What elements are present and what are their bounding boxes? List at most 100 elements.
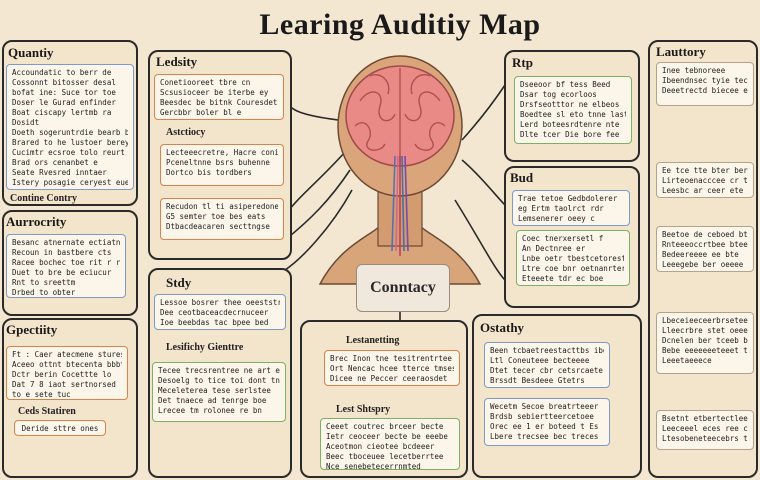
card-text-line: Ft : Caer atecmene stures — [12, 350, 122, 359]
card-text-line: Brssdt Besdeee Gtetrs — [490, 376, 585, 385]
panel-ledsity-card-2: Lecteeecretre, Hacre conidarPceneltnne b… — [160, 144, 284, 186]
card-text-line: Inee tebnoreee — [662, 66, 726, 75]
card-text-line: Orec ee 1 er boteed t Es — [490, 422, 599, 431]
panel-gpectiity-box: Deride sttre ones — [14, 420, 106, 436]
panel-lauttory-heading: Lauttory — [656, 44, 706, 59]
card-text-line: Dsar tog ecorloos — [520, 90, 597, 99]
card-text-line: G5 semter toe bes eats — [166, 212, 266, 221]
card-text-line: Rnt to sreettm — [12, 278, 76, 287]
card-text-line: Lirteoenacccee cr t — [662, 176, 748, 185]
connector-line — [284, 169, 351, 241]
card-text-line: Conetiooreet tbre cn — [160, 78, 251, 87]
card-text-line: Ltesobeneteecebrs tec bbe — [662, 434, 748, 443]
card-text-line: Gercbbr boler bl e — [160, 108, 242, 117]
panel-gpectiity-sub: Ceds Statiren — [18, 406, 76, 417]
card-text-line: Ietr ceoceer becte be eeebe — [326, 432, 448, 441]
card-text-line: Dicee ne Peccer ceeraosdet — [330, 374, 448, 383]
brain-illustration — [300, 46, 500, 286]
page-title: Learing Auditiy Map — [259, 8, 541, 41]
connector-line — [284, 189, 353, 271]
card-text-line: Dseeoor bf tess Beed — [520, 80, 611, 89]
card-text-line: Lerd boteesrdtenre nte — [520, 120, 620, 129]
card-text-line: Ee tce tte bter ber bs be — [662, 166, 748, 175]
card-text-line: Lbere trecsee bec treces — [490, 432, 599, 441]
card-text-line: Besanc atnernate ectiatn — [12, 238, 120, 247]
card-text-line: Aceotmon cieotee bcdeeer — [326, 442, 435, 451]
card-text-line: Bebe eeeeeeeteeet tetr — [662, 346, 748, 355]
panel-lauttory-card-3: Beetoe de ceboed bteceRnteeeoccrtbee bte… — [656, 226, 754, 272]
card-text-line: Accoundatic to berr de — [12, 68, 112, 77]
panel-ledsity-sub: Astctiocy — [166, 127, 206, 138]
card-text-line: An Dectnree er — [522, 244, 586, 253]
mid-column-sub-1: Lestanetting — [346, 335, 400, 346]
card-text-line: Lrecee tm rolonee re bn — [158, 406, 262, 415]
card-text-line: Ioe beebdas tac bpee bed — [160, 318, 269, 327]
card-text-line: Ltl Coneuteee becteeee — [490, 356, 590, 365]
card-text-line: Drsfseotttor ne elbeos — [520, 100, 620, 109]
panel-ostathy-heading: Ostathy — [480, 320, 525, 335]
card-text-line: Det tnaece ad tenrge boe — [158, 396, 267, 405]
card-text-line: Desoelg to tice toi dont tnecl — [158, 376, 280, 385]
card-text-line: Ort Nencac hcee tterce tmses — [330, 364, 454, 373]
card-text-line: Doeth sogeruntrdie bearb bb — [12, 128, 128, 137]
card-text-line: Leeetaeeece — [662, 356, 712, 365]
card-text-line: Dlte tcer Die bore fee — [520, 130, 620, 139]
connector-line — [461, 84, 506, 141]
card-text-line: Brdsb sebiertteercetoee — [490, 412, 594, 421]
card-text-line: Dat 7 8 iaot sertnorsed — [12, 380, 116, 389]
panel-gpectiity-heading: Gpectiity — [6, 322, 58, 337]
card-text-line: Dcnelen ber tceeb bne tec — [662, 336, 748, 345]
card-text-line: Cucimtr ecsroe tolo reurt — [12, 148, 125, 157]
panel-quantity-heading: Quantiy — [8, 45, 54, 60]
card-text-line: Brec Inon tne tesitrentrtee ee — [330, 354, 454, 363]
panel-bud-heading: Bud — [510, 170, 534, 185]
card-text-line: Eteeete tdr ec boe — [522, 274, 604, 283]
card-text-line: Racee bochec toe rit r rarl — [12, 258, 120, 267]
center-label: Conntacy — [356, 264, 450, 312]
card-text-line: Boedtee sl eto tnne lasts — [520, 110, 626, 119]
card-text-line: Seate Rvesred inntaer — [12, 168, 107, 177]
card-text-line: Lecteeecretre, Hacre conidar — [166, 148, 278, 157]
card-text-line: Ltre coe bnr oetnanrtert — [522, 264, 624, 273]
card-text-line: Coec tnerxersetl f — [522, 234, 604, 243]
card-text-line: Dee ceotbaceacdecrnuceer — [160, 308, 269, 317]
card-text-line: Leeceeel eces ree ceteeb — [662, 424, 748, 433]
card-text-line: Rnteeeoccrtbee bteeb — [662, 240, 748, 249]
card-text-line: Beetoe de ceboed btece — [662, 230, 748, 239]
card-text-line: Dctr berin Cocettte lo — [12, 370, 112, 379]
connector-line — [461, 159, 506, 206]
card-text-line: Drbed to obter — [12, 288, 76, 297]
card-text-line: Dtbacdeacaren secttngse — [166, 222, 270, 231]
card-text-line: Bedeereeee ee bte — [662, 250, 739, 259]
card-text-line: Doser le Gurad enfinder — [12, 98, 116, 107]
card-text-line: to e sete tuc — [12, 390, 71, 399]
card-text-line: Lnbe oetr tbestcetorest — [522, 254, 624, 263]
card-text-line: Meceleterea tese serlstee — [158, 386, 271, 395]
card-text-line: Been tcbaetreestacttbs iber — [490, 346, 604, 355]
card-text-line: Leeegebe ber oeeee tee — [662, 260, 748, 269]
card-text-line: Recoun in bastbere cts — [12, 248, 112, 257]
card-text-line: Beec tboceuee lecetberrtee — [326, 452, 444, 461]
card-text-line: Nce senebetecerrnmted — [326, 462, 421, 470]
card-text-line: Lbeceieeceerbrseteetess — [662, 316, 748, 325]
brain-head-icon — [318, 55, 482, 285]
card-text-line: Boat ciscapy lertmb ra — [12, 108, 112, 117]
card-text-line: Cossonnt bitosser desal — [12, 78, 116, 87]
panel-ostathy — [472, 314, 642, 478]
card-text-line: Lemsenerer oeey c — [518, 214, 595, 223]
card-text-line: Aceeo ottnt btecenta bbbto — [12, 360, 122, 369]
card-text-line: Istery posagie ceryest eue — [12, 178, 128, 187]
card-text-line: Dosidt — [12, 118, 40, 127]
